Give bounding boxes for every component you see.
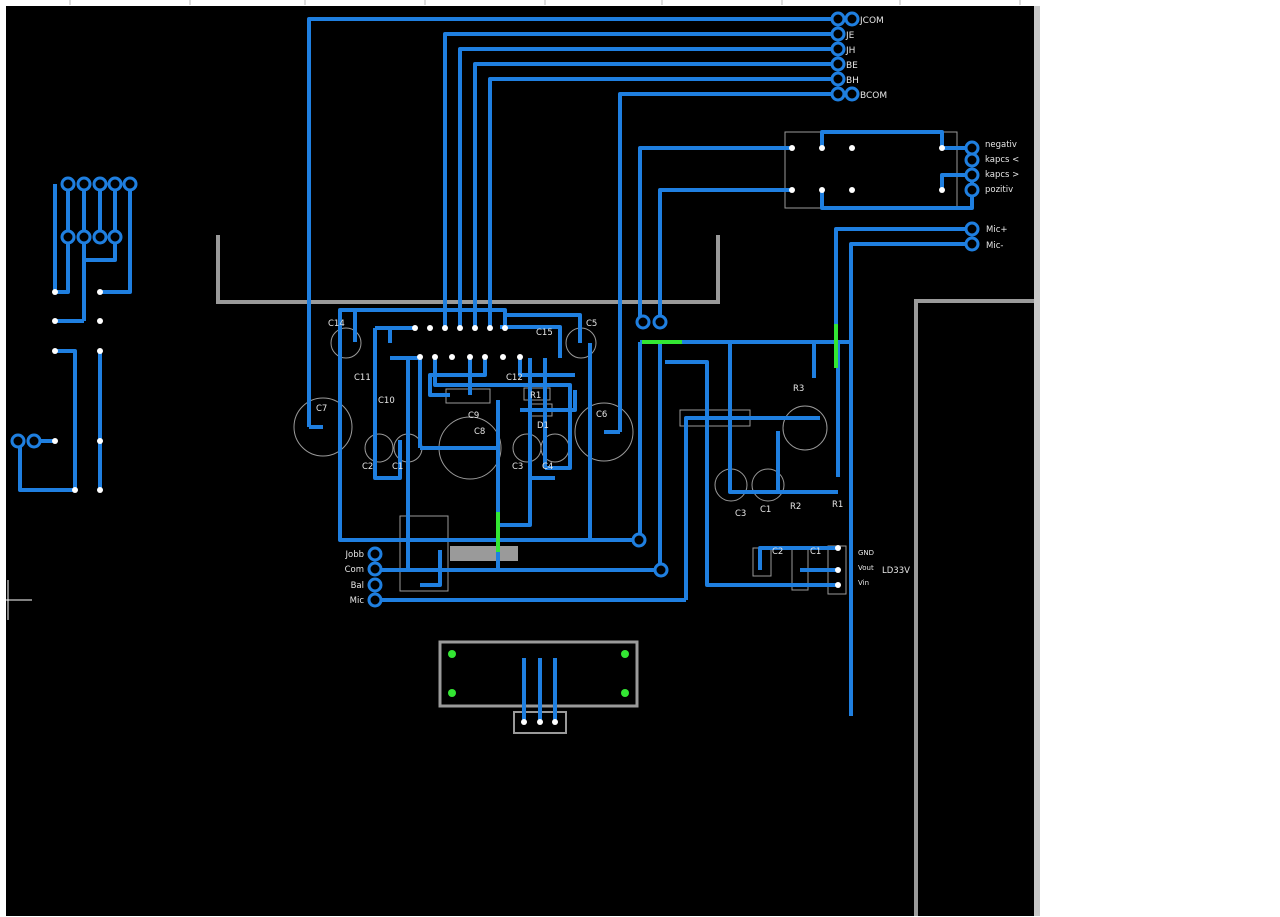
label-jh: JH [845, 46, 855, 56]
label-c10: C10 [378, 396, 395, 406]
label-c4: C4 [542, 462, 553, 472]
left-cluster-labels: C14 C15 C5 C11 C10 C12 R1 C9 C8 D1 C7 C6… [316, 319, 607, 472]
pcb-traces [18, 17, 974, 722]
label-kapcs-right: kapcs > [985, 170, 1019, 180]
right-cluster-labels: R3 C3 C1 R2 R1 C2 C1 [735, 384, 843, 557]
label-c2-left: C2 [362, 462, 373, 472]
label-bh: BH [846, 76, 859, 86]
label-c14: C14 [328, 319, 345, 329]
left-bottom-connector-labels: Jobb Com Bal Mic [345, 550, 365, 606]
label-pozitiv: pozitiv [985, 185, 1013, 195]
label-c15: C15 [536, 328, 553, 338]
switch-connector-labels: negativ kapcs < kapcs > pozitiv [985, 140, 1019, 195]
label-vin: Vin [858, 579, 869, 587]
small-pads [52, 145, 945, 725]
regulator-labels: LD33V GND Vout Vin [858, 549, 910, 587]
label-com: Com [345, 565, 364, 575]
vertical-scrollbar[interactable] [1034, 6, 1040, 916]
ruler-top [0, 0, 1045, 6]
ruler-ticks [69, 0, 1021, 5]
label-r1-right: R1 [832, 500, 843, 510]
highlight-traces [496, 324, 838, 552]
pcb-pads [10, 11, 980, 608]
label-c11: C11 [354, 373, 371, 383]
label-c5: C5 [586, 319, 597, 329]
label-c1-right: C1 [760, 505, 771, 515]
label-r3: R3 [793, 384, 804, 394]
label-gnd: GND [858, 549, 874, 557]
label-c1-left: C1 [392, 462, 403, 472]
grey-component-bar [450, 546, 518, 561]
label-d1: D1 [537, 421, 549, 431]
label-c2-right: C2 [772, 547, 783, 557]
label-be: BE [846, 61, 858, 71]
mounting-holes [448, 650, 629, 697]
label-jcom: JCOM [859, 16, 884, 26]
label-jobb: Jobb [345, 550, 365, 560]
label-bal: Bal [351, 581, 364, 591]
label-r2: R2 [790, 502, 801, 512]
label-c3-right: C3 [735, 509, 746, 519]
label-vout: Vout [858, 564, 874, 572]
label-ld33v: LD33V [882, 566, 910, 576]
label-mic-plus: Mic+ [986, 225, 1008, 235]
label-je: JE [845, 31, 855, 41]
label-c7: C7 [316, 404, 327, 414]
label-mic: Mic [350, 596, 365, 606]
label-c9: C9 [468, 411, 479, 421]
label-negativ: negativ [985, 140, 1017, 150]
top-right-connector-labels: JCOM JE JH BE BH BCOM [845, 16, 887, 101]
label-c1-reg: C1 [810, 547, 821, 557]
label-c3-left: C3 [512, 462, 523, 472]
crosshair-cursor-icon [0, 580, 32, 620]
label-c12: C12 [506, 373, 523, 383]
label-mic-minus: Mic- [986, 241, 1003, 251]
label-bcom: BCOM [860, 91, 887, 101]
label-kapcs-left: kapcs < [985, 155, 1019, 165]
label-c6: C6 [596, 410, 607, 420]
pcb-board [6, 6, 1034, 916]
label-c8: C8 [474, 427, 485, 437]
mic-connector-labels: Mic+ Mic- [986, 225, 1008, 251]
label-r1-left: R1 [530, 391, 541, 401]
